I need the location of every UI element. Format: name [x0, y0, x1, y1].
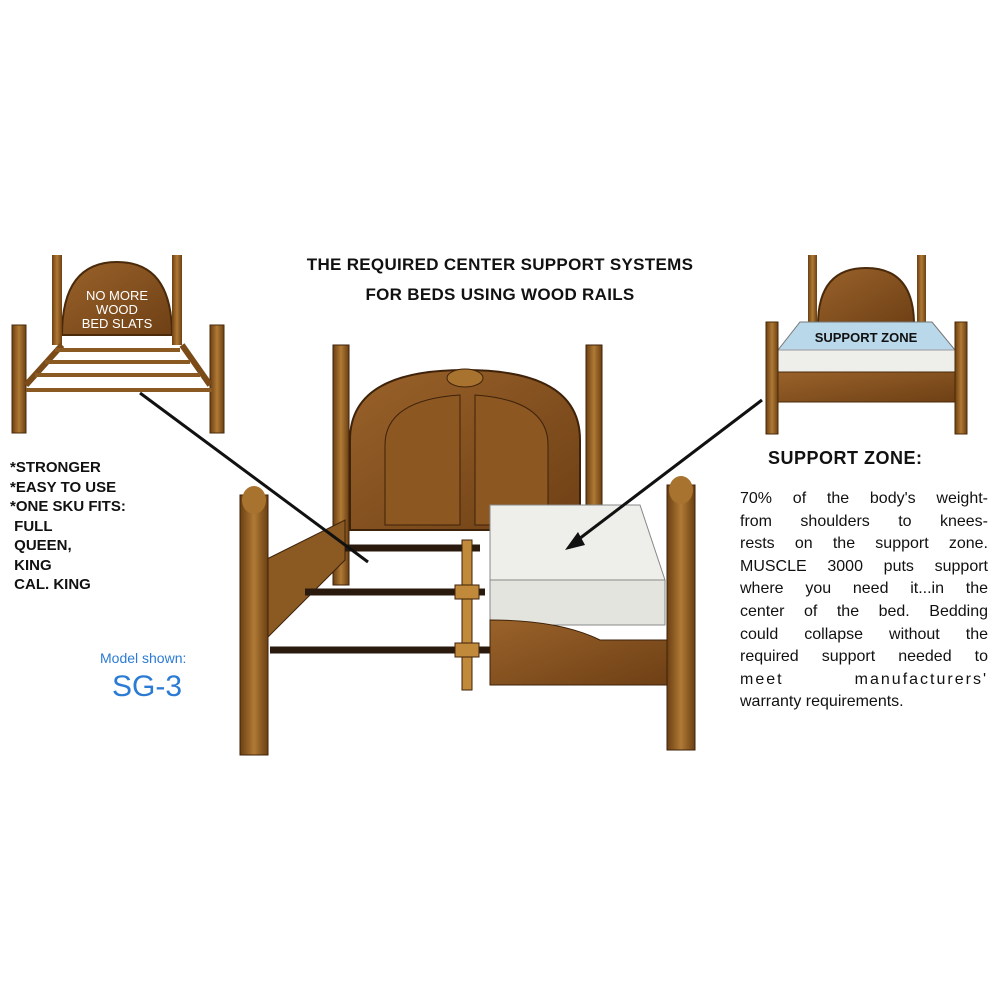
headboard-label-line-3: BED SLATS [82, 316, 153, 331]
feature-item: QUEEN, [10, 537, 72, 554]
center-bed-illustration [239, 344, 696, 756]
left-bed-illustration: NO MORE WOOD BED SLATS [11, 255, 225, 434]
title-line-1: THE REQUIRED CENTER SUPPORT SYSTEMS [306, 255, 694, 274]
headboard-label-line-1: NO MORE [86, 288, 148, 303]
description-line: where you need it...in the [740, 580, 988, 598]
feature-item: *EASY TO USE [10, 478, 117, 496]
description-line: rests on the support zone. [740, 535, 988, 553]
feature-item: *STRONGER [10, 459, 101, 476]
model-label: Model shown: [100, 650, 187, 666]
description-line: from shoulders to knees- [740, 512, 988, 530]
feature-item: *ONE SKU FITS: [10, 498, 126, 515]
arrowhead-icon [565, 532, 585, 550]
feature-item: CAL. KING [10, 576, 91, 593]
support-zone-mattress-label: SUPPORT ZONE [815, 330, 918, 345]
description-line: warranty requirements. [740, 693, 904, 711]
model-name: SG-3 [112, 670, 183, 703]
description-line: center of the bed. Bedding [740, 602, 988, 620]
title-line-2: FOR BEDS USING WOOD RAILS [365, 285, 635, 304]
headboard-label-line-2: WOOD [96, 302, 138, 317]
pointer-arrow-right [574, 398, 763, 544]
feature-list: *STRONGER *EASY TO USE *ONE SKU FITS: FU… [10, 458, 126, 595]
description-line: meet manufacturers' [740, 670, 988, 688]
feature-item: FULL [10, 517, 53, 535]
description-line: required support needed to [740, 648, 988, 666]
support-zone-description: 70% of the body's weight- from shoulders… [740, 488, 988, 714]
support-zone-heading: SUPPORT ZONE: [768, 448, 923, 468]
feature-item: KING [10, 556, 52, 574]
description-line: MUSCLE 3000 puts support [740, 557, 988, 575]
pointer-line-left [139, 391, 369, 564]
description-line: 70% of the body's weight- [740, 490, 988, 507]
page-title: THE REQUIRED CENTER SUPPORT SYSTEMS FOR … [200, 250, 800, 310]
right-bed-illustration: SUPPORT ZONE [765, 255, 968, 435]
description-line: could collapse without the [740, 625, 988, 643]
